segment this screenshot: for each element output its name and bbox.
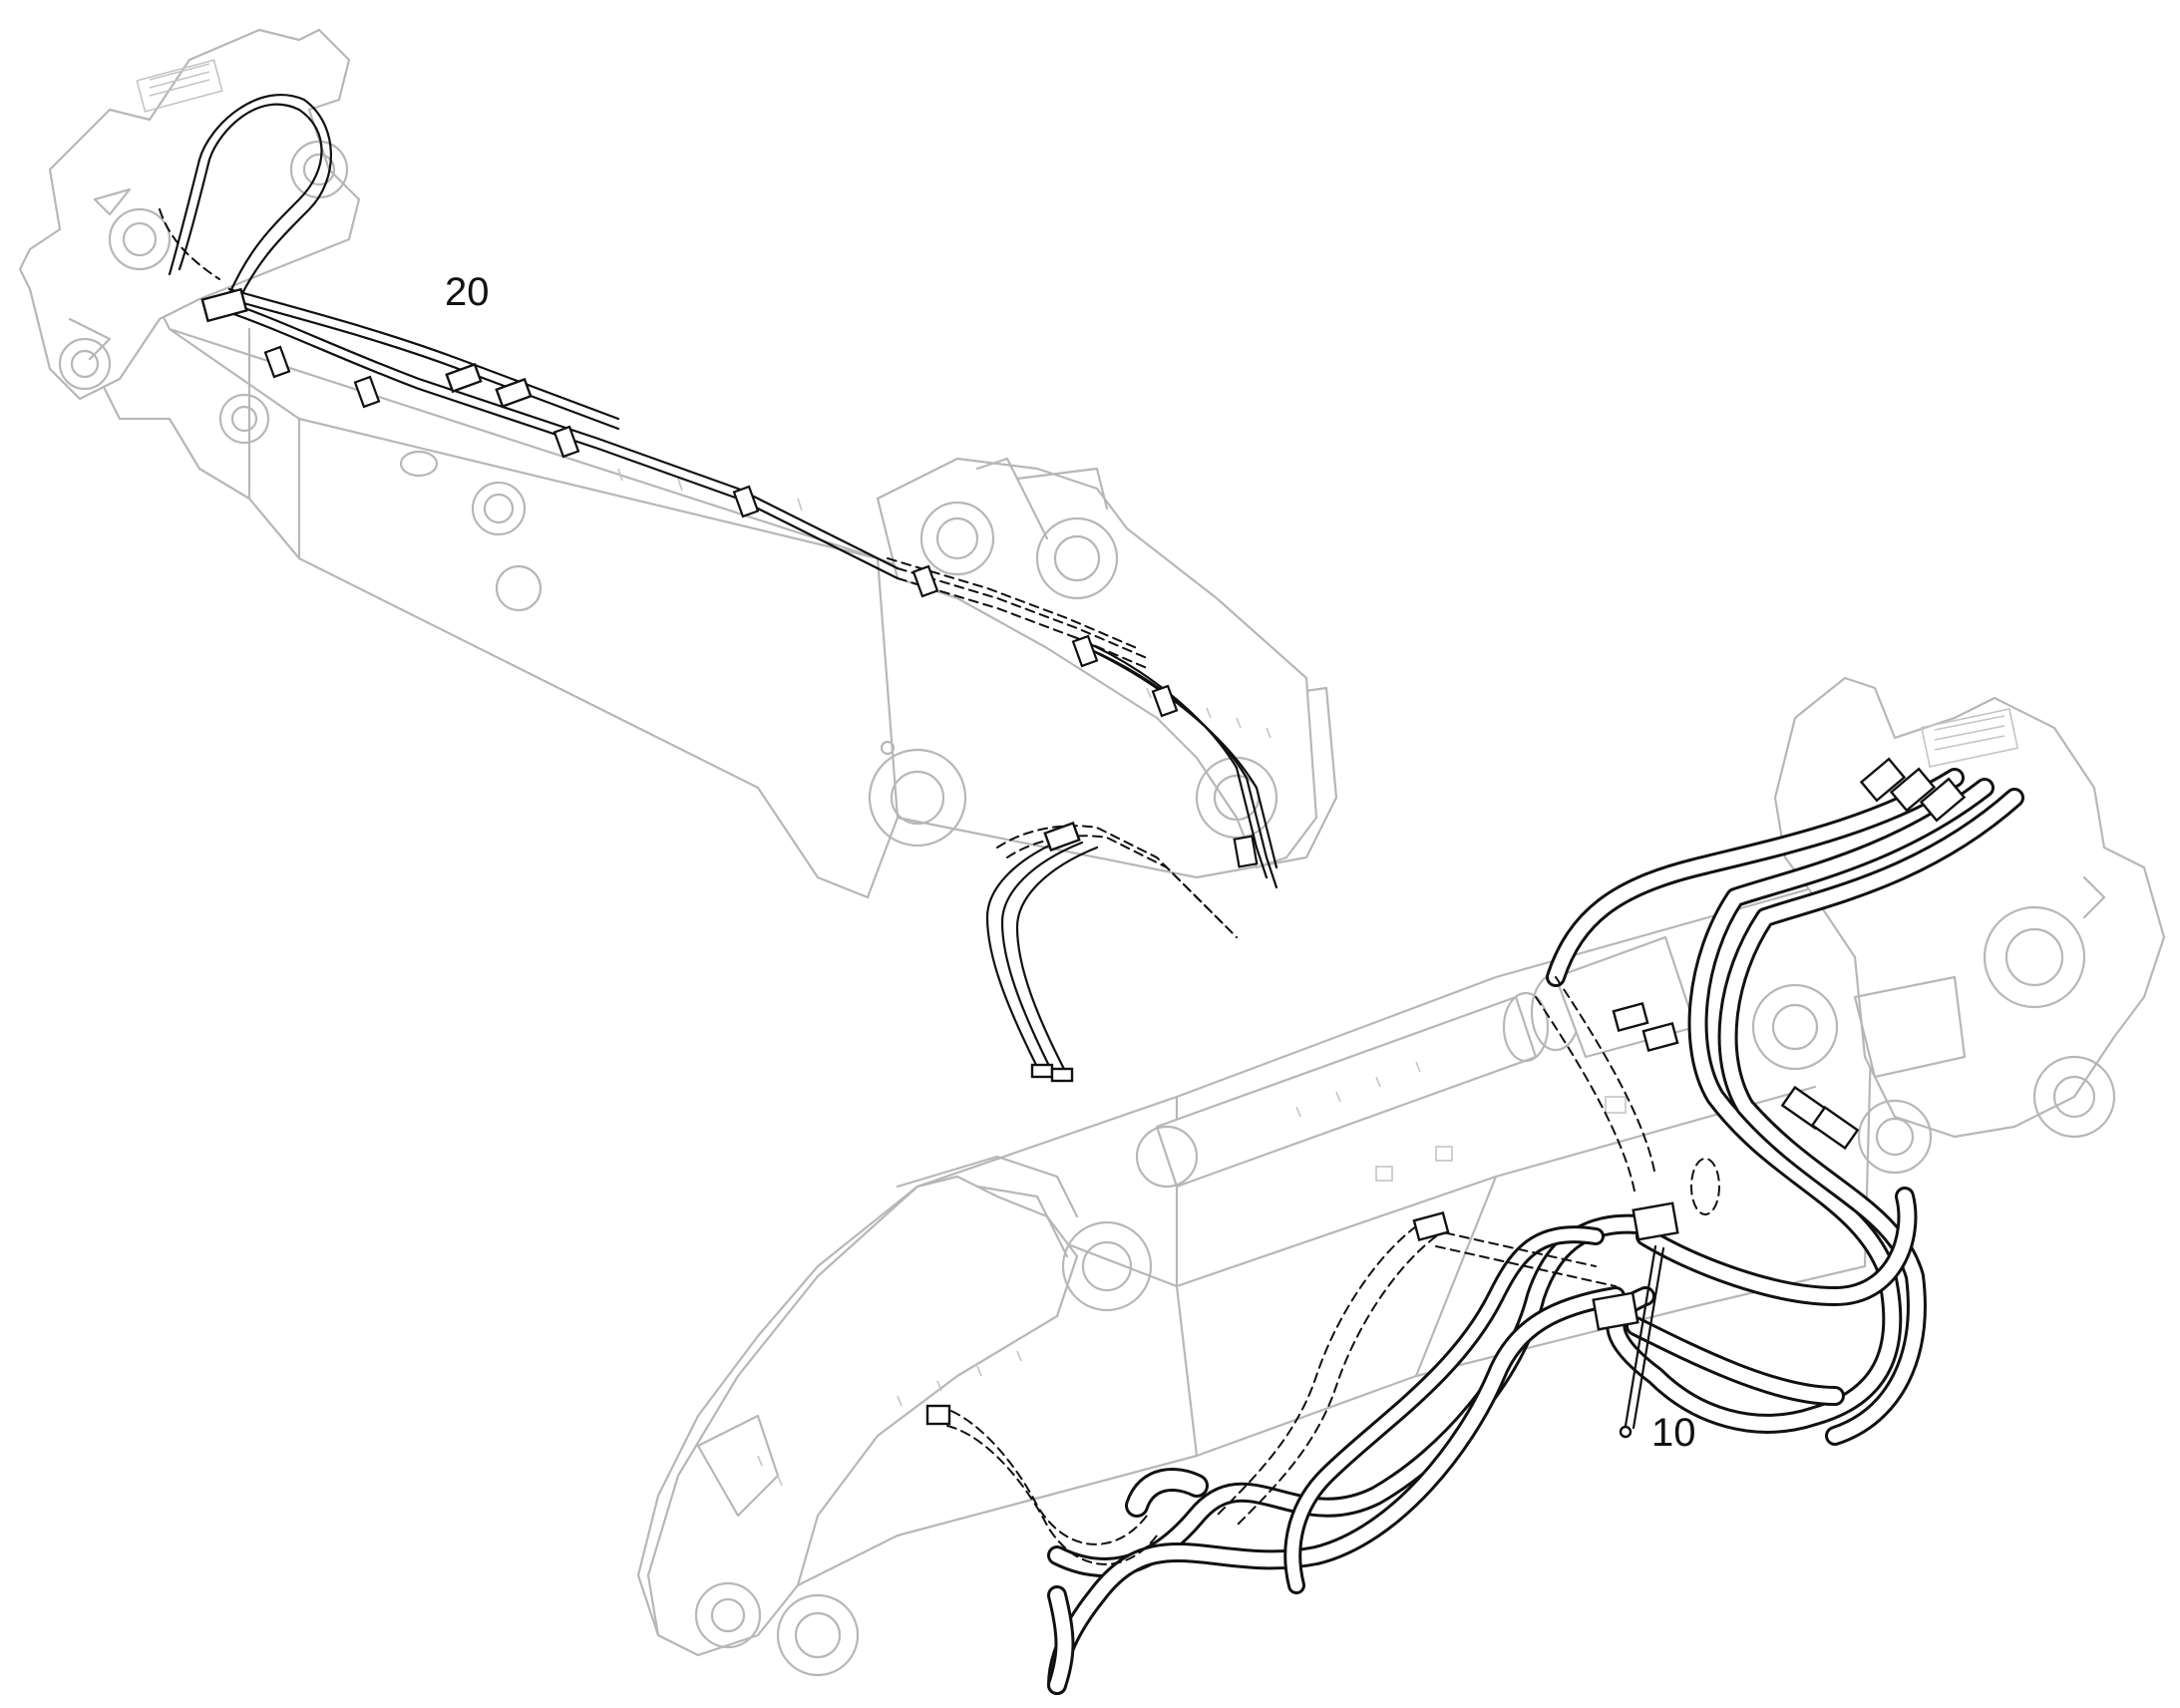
callout-10: 10 [1651,1411,1696,1455]
thick-hose-c [1717,788,2024,1446]
thick-hose-a [1546,768,1965,987]
lower-arm-body [636,676,2166,1677]
thick-hose-b [1606,778,1995,1434]
thick-hose-e [1047,1286,1626,1695]
upper-arm-body [18,28,1338,899]
callout-20: 20 [445,270,490,314]
thick-hose-g [1626,1316,1845,1406]
lower-arm-hoses [925,757,2024,1695]
thick-hose-f [1635,1187,1918,1306]
upper-arm-hoses [159,94,1278,1083]
